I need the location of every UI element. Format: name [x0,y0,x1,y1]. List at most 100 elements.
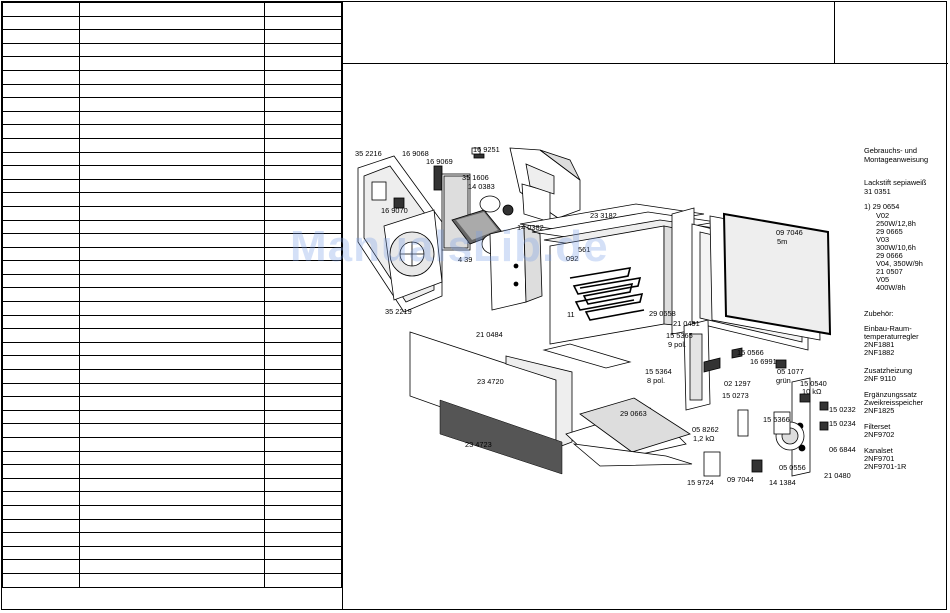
position-cell [2,559,80,574]
position-cell [2,341,80,357]
housing-box [509,147,581,223]
callout-grun: grün [776,376,791,385]
callout-150273: 15 0273 [722,391,749,400]
table-row [2,192,342,207]
position-cell [2,29,80,44]
table-row [2,382,342,398]
part-number-cell [264,545,342,561]
table-row [2,301,342,316]
callout-141384: 14 1384 [769,478,796,487]
description-cell [79,559,265,574]
position-cell [2,83,80,99]
description-cell [79,151,265,167]
position-cell [2,532,80,547]
position-cell [2,178,80,194]
part-number-cell [264,15,342,31]
note-300w: 300W/10,6h [876,243,916,252]
table-row [2,83,342,99]
description-cell [79,29,265,44]
note-filterset-1: Filterset [864,422,891,431]
callout-155364: 15 5364 [645,367,672,376]
table-row [2,355,342,371]
note-einbau-4: 2NF1882 [864,348,895,357]
part-number-cell [264,314,342,330]
note-400w: 400W/8h [876,283,906,292]
callout-021297: 02 1297 [724,379,751,388]
table-row [2,314,342,330]
callout-169068: 16 9068 [402,149,429,158]
description-cell [79,341,265,357]
callout-352216: 35 2216 [355,149,382,158]
callout-150566: 15 0566 [737,348,764,357]
part-number-cell [264,137,342,153]
description-cell [79,464,265,479]
parts-table [2,2,342,588]
part-number-cell [264,341,342,357]
description-cell [79,42,265,58]
part-number-cell [264,572,342,588]
callout-092: 092 [566,254,579,263]
callout-561: 561 [578,245,591,254]
part-number-cell [264,165,342,180]
description-cell [79,246,265,262]
table-row [2,532,342,547]
table-row [2,29,342,44]
note-210507: 21 0507 [876,267,903,276]
part-number-cell [264,2,342,17]
position-cell [2,287,80,303]
note-kanalset-2: 2NF9701 [864,454,895,463]
description-cell [79,205,265,221]
position-cell [2,396,80,411]
note-manual-1: Gebrauchs- und [864,146,917,155]
part-number-cell [264,382,342,398]
note-v05: V05 [876,275,890,284]
description-cell [79,56,265,71]
part-number-cell [264,110,342,126]
description-cell [79,97,265,112]
description-cell [79,178,265,194]
table-row [2,110,342,126]
position-cell [2,409,80,425]
table-row [2,545,342,561]
watermark: ManualsLib.de [290,222,609,271]
description-cell [79,219,265,235]
callout-169251: 16 9251 [473,145,500,154]
callout-234723: 23 4723 [465,440,492,449]
callout-290658: 29 0658 [649,309,676,318]
note-footnote-1: 1) 29 0654 [864,202,900,211]
position-cell [2,151,80,167]
position-cell [2,192,80,207]
part-number-cell [264,192,342,207]
note-manual-2: Montageanweisung [864,155,929,164]
callout-140382: 14 0382 [517,223,544,232]
part-number-cell [264,178,342,194]
part-number-cell [264,518,342,534]
table-row [2,273,342,289]
callout-439: 4 39 [458,255,473,264]
callout-234720: 23 4720 [477,377,504,386]
note-erganzung-3: 2NF1825 [864,406,895,415]
part-number-cell [264,464,342,479]
table-row [2,2,342,17]
table-row [2,124,342,139]
description-cell [79,382,265,398]
position-cell [2,69,80,85]
table-row [2,464,342,479]
header-bottom-line [342,63,948,64]
description-cell [79,273,265,289]
part-number-cell [264,287,342,303]
table-row [2,477,342,493]
description-cell [79,504,265,520]
description-cell [79,355,265,371]
drawing-left-border [342,2,343,610]
part-number-cell [264,369,342,384]
note-zusatz-2: 2NF 9110 [864,374,896,383]
position-cell [2,219,80,235]
position-cell [2,205,80,221]
table-row [2,165,342,180]
part-number-cell [264,532,342,547]
position-cell [2,518,80,534]
note-einbau-1: Einbau-Raum- [864,324,912,333]
note-einbau-3: 2NF1881 [864,340,895,349]
